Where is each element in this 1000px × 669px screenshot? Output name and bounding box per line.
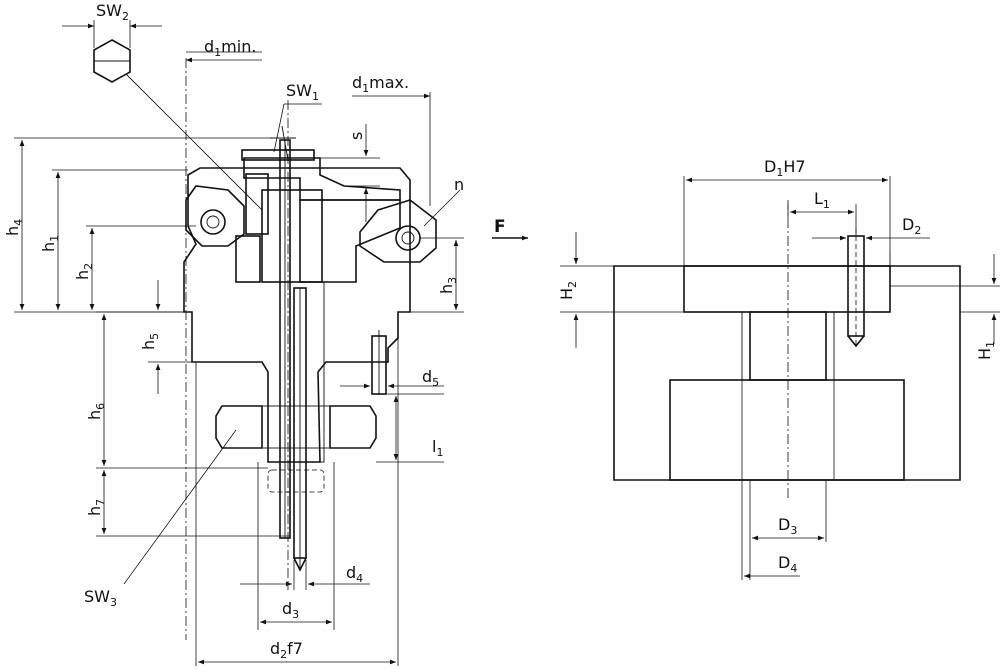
label-n: n xyxy=(454,175,464,194)
label-s: s xyxy=(347,132,366,140)
label-h4: h4 xyxy=(3,219,25,236)
label-D4: D4 xyxy=(778,553,797,575)
cam-ring xyxy=(299,199,401,283)
label-L1: L1 xyxy=(814,189,830,211)
mounting-block xyxy=(613,265,961,481)
housing-body xyxy=(183,167,411,463)
label-H1: H1 xyxy=(975,341,997,360)
plunger-section-view xyxy=(14,20,464,666)
label-h6: h6 xyxy=(85,403,107,420)
label-sw3: SW3 xyxy=(84,587,117,609)
knob-top xyxy=(241,149,315,161)
label-d1max: d1max. xyxy=(352,73,409,95)
label-sw1: SW1 xyxy=(286,81,319,103)
label-D1H7: D1H7 xyxy=(764,157,806,179)
left-pivot xyxy=(185,185,245,247)
lower-nut xyxy=(267,469,325,493)
label-h1: h1 xyxy=(39,235,61,252)
label-F: F xyxy=(494,217,506,237)
label-d1min: d1min. xyxy=(204,37,256,59)
label-l1: l1 xyxy=(432,437,443,459)
mounting-section-view xyxy=(560,176,1000,580)
label-H2: H2 xyxy=(557,281,579,300)
label-D3: D3 xyxy=(778,515,797,537)
label-h7: h7 xyxy=(85,499,107,516)
housing-bore xyxy=(261,189,323,283)
label-D2: D2 xyxy=(902,215,921,237)
label-h5: h5 xyxy=(139,333,161,350)
lock-nut xyxy=(215,405,377,449)
label-h3: h3 xyxy=(437,277,459,294)
label-d4: d4 xyxy=(346,563,363,585)
knob-cap xyxy=(243,157,401,201)
label-d2f7: d2f7 xyxy=(270,639,303,661)
bore-d1 xyxy=(683,265,891,313)
right-pivot xyxy=(359,199,437,263)
spring-pocket xyxy=(245,173,269,235)
label-h2: h2 xyxy=(73,263,95,280)
lower-recess xyxy=(669,379,905,481)
hex-sw2-symbol xyxy=(62,20,263,211)
label-d3: d3 xyxy=(282,599,299,621)
guide-sleeve xyxy=(235,235,261,283)
dimension-labels: SW2 d1min. SW1 d1max. s n h4 h1 h2 h3 h5… xyxy=(3,1,997,661)
label-d5: d5 xyxy=(422,367,439,389)
label-sw2: SW2 xyxy=(96,1,129,23)
